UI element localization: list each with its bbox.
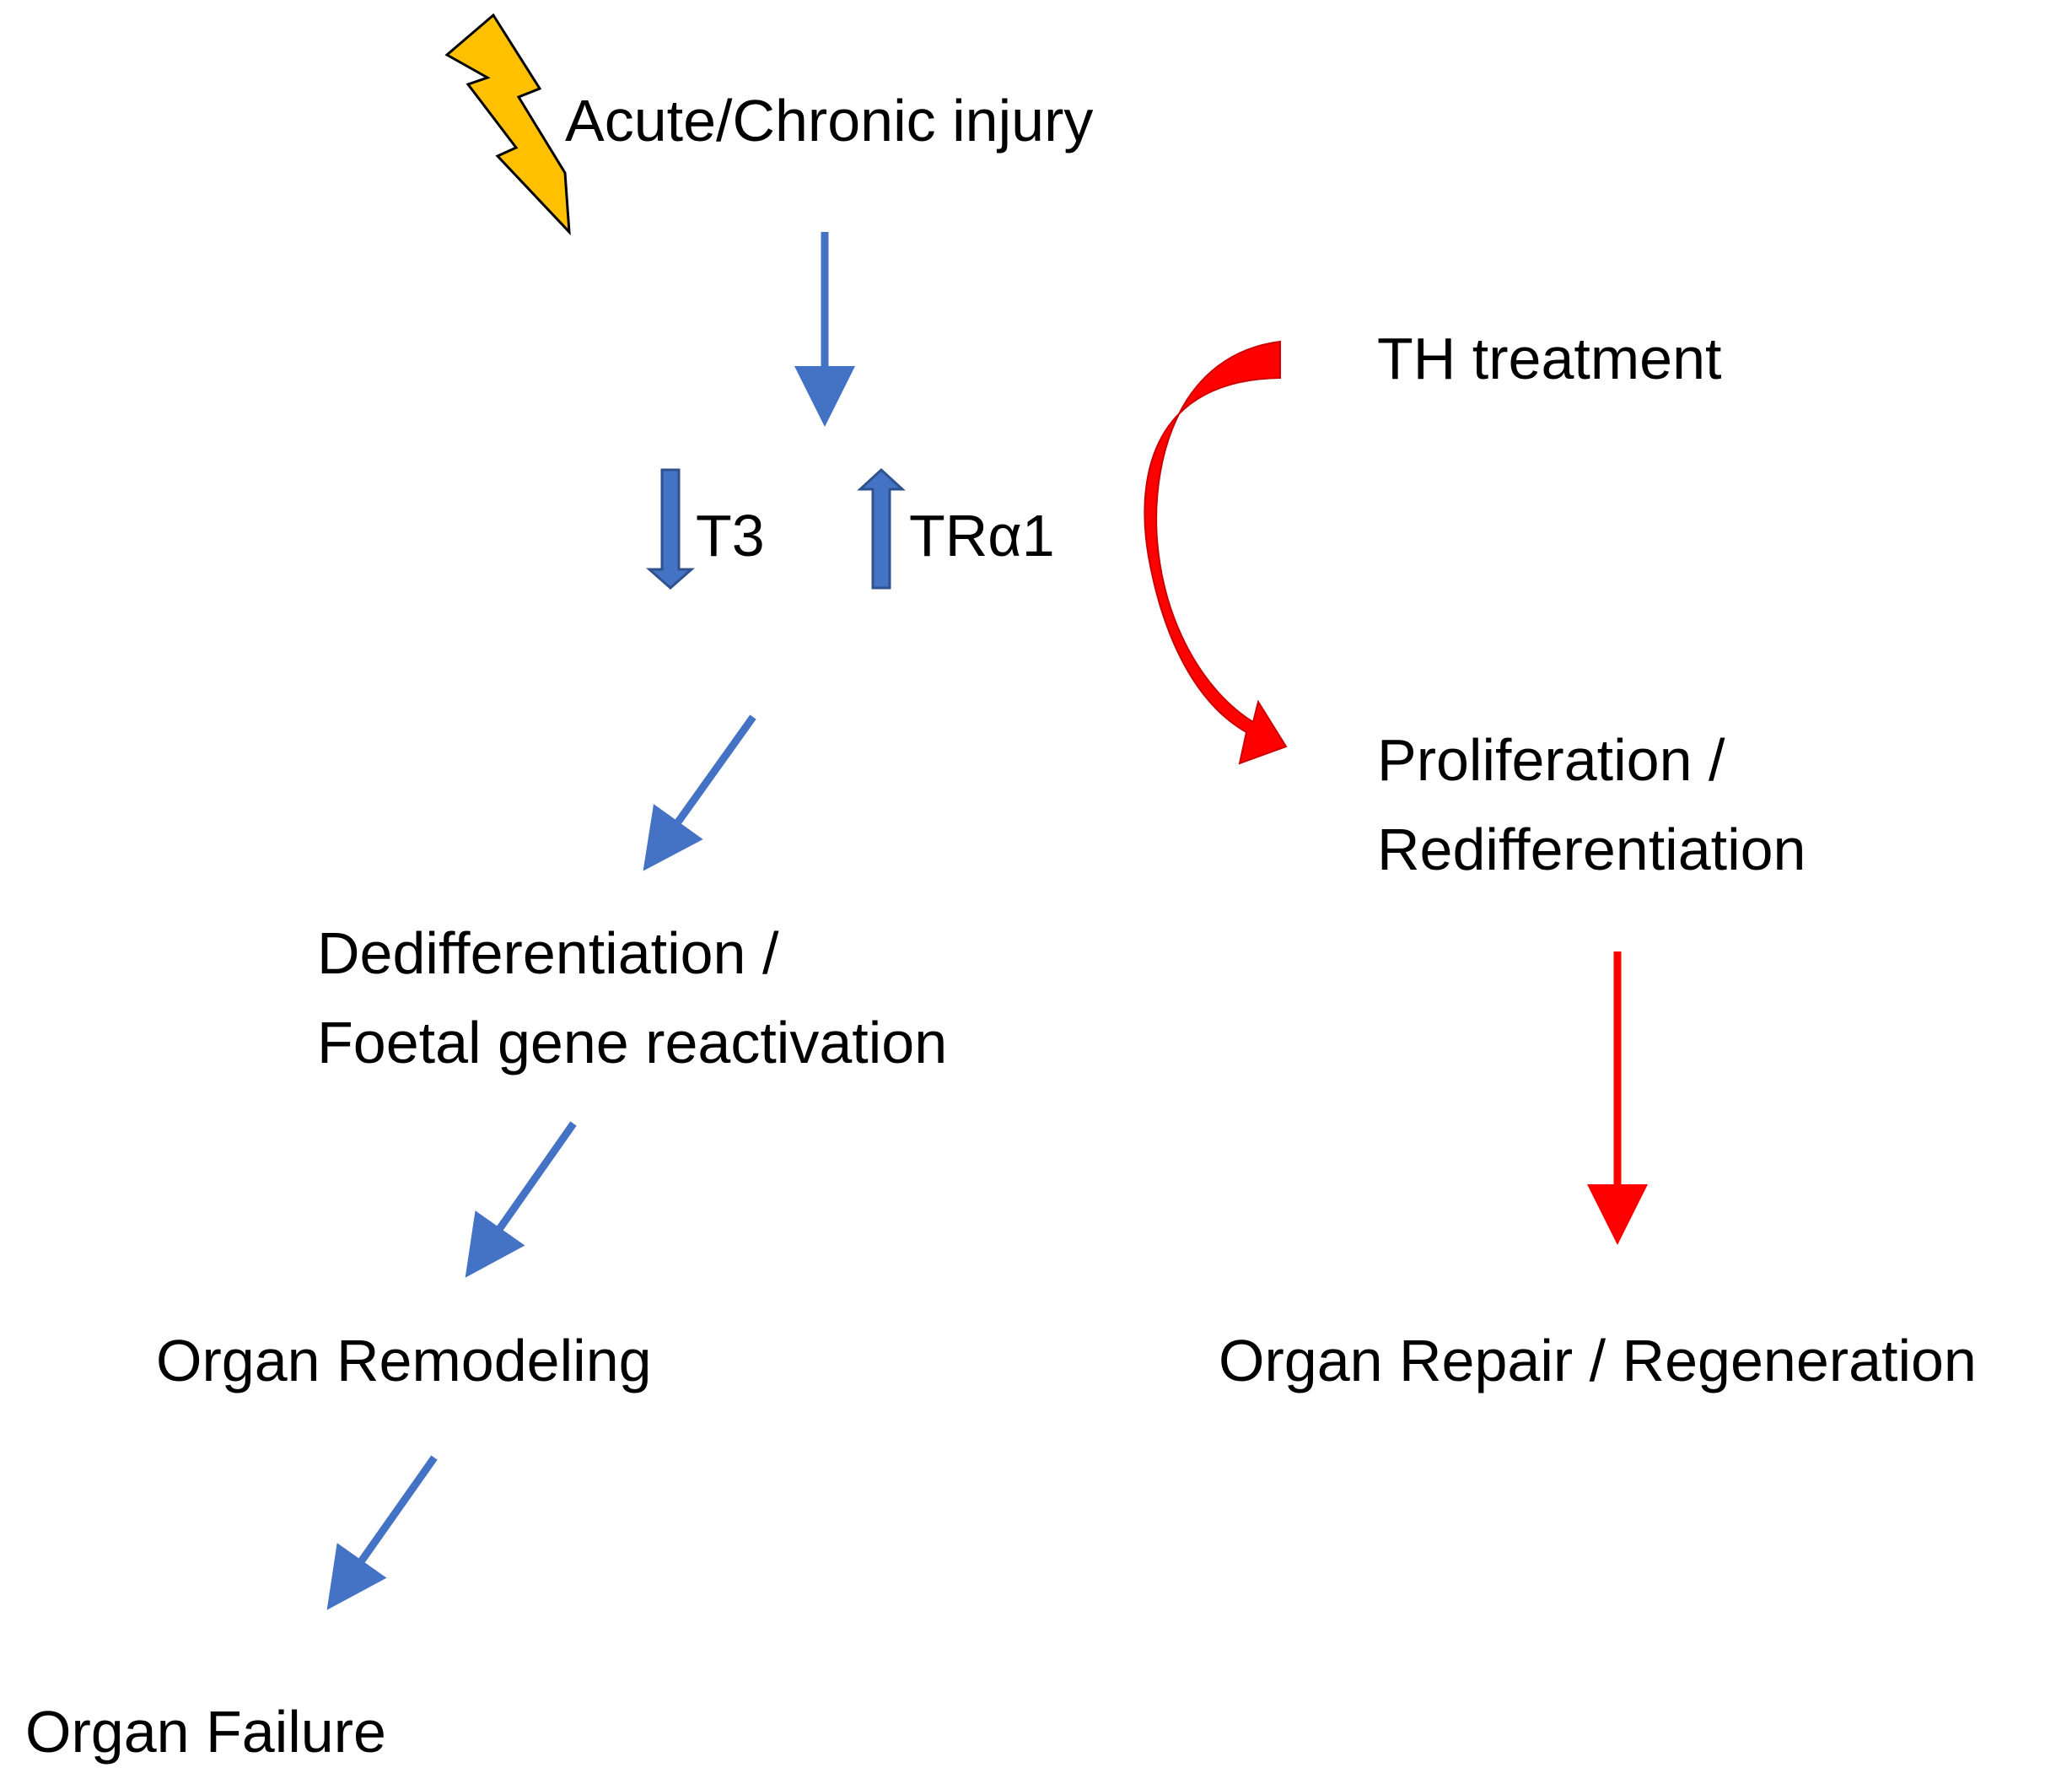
proliferation-label-line1: Proliferation /	[1377, 727, 1725, 793]
injury-label: Acute/Chronic injury	[565, 88, 1094, 154]
treatment-label: TH treatment	[1377, 326, 1722, 391]
remodeling-label: Organ Remodeling	[156, 1328, 652, 1393]
arrow-hormones-to-dedifferentiation	[643, 714, 756, 871]
treatment-curved-arrow	[1144, 340, 1288, 765]
arrow-dedifferentiation-to-remodeling	[465, 1121, 577, 1278]
lightning-bolt-icon	[444, 13, 571, 236]
t3-label: T3	[696, 503, 765, 569]
dedifferentiation-label-line1: Dedifferentiation /	[317, 920, 779, 986]
repair-label: Organ Repair / Regeneration	[1219, 1328, 1977, 1393]
up-arrow-icon	[857, 467, 906, 590]
tra1-label: TRα1	[909, 503, 1055, 569]
proliferation-label-line2: Redifferentiation	[1377, 817, 1806, 882]
failure-label: Organ Failure	[25, 1699, 386, 1765]
down-arrow-icon	[646, 468, 695, 590]
proliferation-label: Proliferation / Redifferentiation	[1377, 715, 1806, 894]
dedifferentiation-label-line2: Foetal gene reactivation	[317, 1010, 948, 1075]
arrow-remodeling-to-failure	[326, 1455, 438, 1610]
dedifferentiation-label: Dedifferentiation / Foetal gene reactiva…	[317, 908, 947, 1087]
